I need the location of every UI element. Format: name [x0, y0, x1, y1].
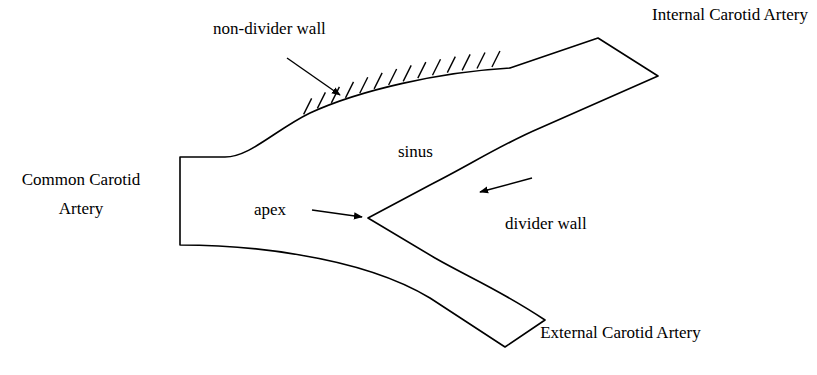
- hatch-stroke: [360, 77, 368, 93]
- leader-arrow: [480, 178, 532, 192]
- hatch-stroke: [403, 65, 411, 81]
- part-label: External Carotid Artery: [538, 318, 703, 347]
- part-label: Internal Carotid Artery: [650, 0, 810, 29]
- hatch-stroke: [345, 82, 353, 98]
- hatch-stroke: [433, 59, 441, 75]
- hatch-stroke: [492, 51, 500, 67]
- part-label: apex: [254, 195, 286, 224]
- wall-hatching: [304, 51, 500, 114]
- hatch-stroke: [317, 92, 325, 108]
- hatch-stroke: [374, 73, 382, 89]
- leader-arrow: [287, 58, 340, 95]
- hatch-stroke: [462, 54, 470, 70]
- leader-arrow: [312, 210, 362, 217]
- hatch-stroke: [389, 69, 397, 85]
- part-label: sinus: [398, 137, 433, 166]
- hatch-stroke: [447, 57, 455, 73]
- artery-outline: [180, 38, 658, 347]
- part-label: Common Carotid Artery: [2, 165, 160, 223]
- part-label: non-divider wall: [213, 14, 326, 43]
- hatch-stroke: [477, 52, 485, 68]
- hatch-stroke: [418, 62, 426, 78]
- hatch-stroke: [304, 98, 312, 114]
- part-label: divider wall: [505, 209, 587, 238]
